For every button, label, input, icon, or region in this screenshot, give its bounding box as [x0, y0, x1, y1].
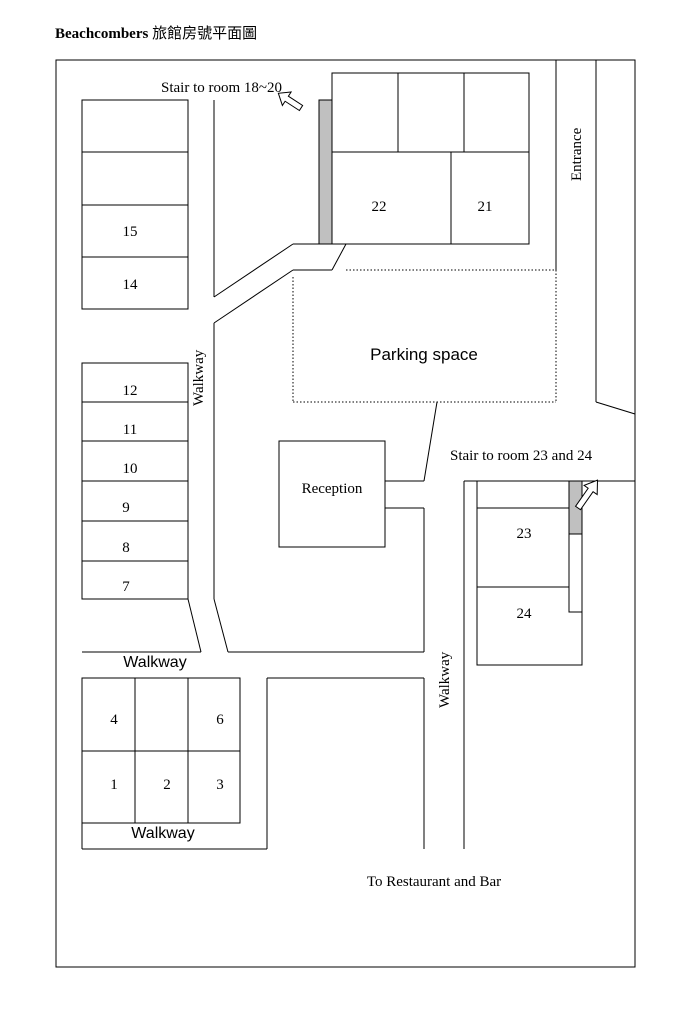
reception-label: Reception [302, 481, 363, 497]
stair-18-20 [318, 99, 333, 245]
title-subtitle: 旅館房號平面圖 [152, 26, 258, 42]
entrance-road [555, 60, 636, 415]
restaurant-direction-label: To Restaurant and Bar [367, 874, 501, 890]
room-block-23-24 [463, 480, 635, 849]
room-10: 10 [123, 461, 138, 477]
room-2: 2 [163, 777, 171, 793]
room-4: 4 [110, 712, 118, 728]
page-title: Beachcombers 旅館房號平面圖 [55, 22, 257, 43]
room-23: 23 [517, 526, 532, 542]
room-6: 6 [216, 712, 224, 728]
arrow-up-right-icon [574, 479, 599, 511]
room-9: 9 [122, 500, 130, 516]
room-24: 24 [517, 606, 533, 622]
hotel-name: Beachcombers [55, 26, 149, 42]
walkway-label-bottom: Walkway [131, 825, 194, 842]
site-boundary [55, 59, 636, 968]
arrow-up-left-icon [277, 91, 304, 112]
walkway-label-vertical-right: Walkway [437, 651, 453, 708]
room-15: 15 [123, 224, 138, 240]
reception-building [278, 440, 386, 548]
left-walkway-edges [82, 100, 425, 653]
room-block-1-6 [81, 677, 425, 850]
parking-space-label: Parking space [370, 345, 478, 364]
entrance-label: Entrance [569, 127, 585, 181]
room-14: 14 [123, 277, 139, 293]
walkway-label-middle: Walkway [123, 654, 186, 671]
stair-23-24-label: Stair to room 23 and 24 [450, 448, 593, 464]
room-block-18-22 [293, 72, 530, 271]
parking-area [292, 269, 557, 482]
walkway-label-vertical-left: Walkway [191, 349, 207, 406]
room-7: 7 [122, 579, 130, 595]
room-21: 21 [478, 199, 493, 215]
room-1: 1 [110, 777, 118, 793]
room-8: 8 [122, 540, 130, 556]
stair-18-20-label: Stair to room 18~20 [161, 80, 282, 96]
room-22: 22 [372, 199, 387, 215]
room-block-7-12 [81, 362, 189, 600]
room-12: 12 [123, 383, 138, 399]
room-11: 11 [123, 422, 137, 438]
room-block-14-15 [81, 99, 189, 310]
room-3: 3 [216, 777, 224, 793]
